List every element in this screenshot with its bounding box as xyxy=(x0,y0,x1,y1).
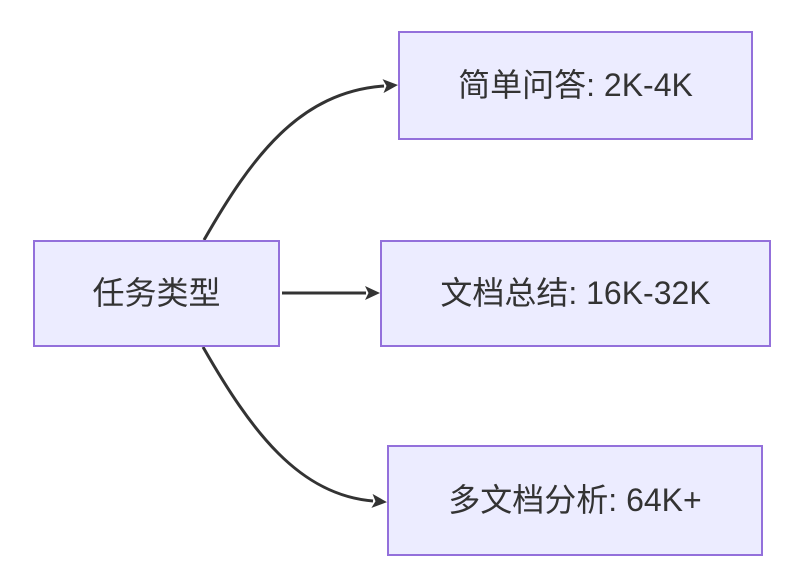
node-task-type: 任务类型 xyxy=(33,240,280,347)
edge-task-type-to-simple-qa xyxy=(202,79,398,241)
node-simple-qa-label: 简单问答: 2K-4K xyxy=(458,67,693,104)
node-doc-summary-label: 文档总结: 16K-32K xyxy=(440,275,711,312)
edge-task-type-to-multi-doc xyxy=(201,346,387,508)
node-doc-summary: 文档总结: 16K-32K xyxy=(380,240,771,347)
node-simple-qa: 简单问答: 2K-4K xyxy=(398,31,753,140)
node-multi-doc: 多文档分析: 64K+ xyxy=(387,445,763,556)
node-multi-doc-label: 多文档分析: 64K+ xyxy=(448,482,702,519)
node-task-type-label: 任务类型 xyxy=(92,275,221,312)
